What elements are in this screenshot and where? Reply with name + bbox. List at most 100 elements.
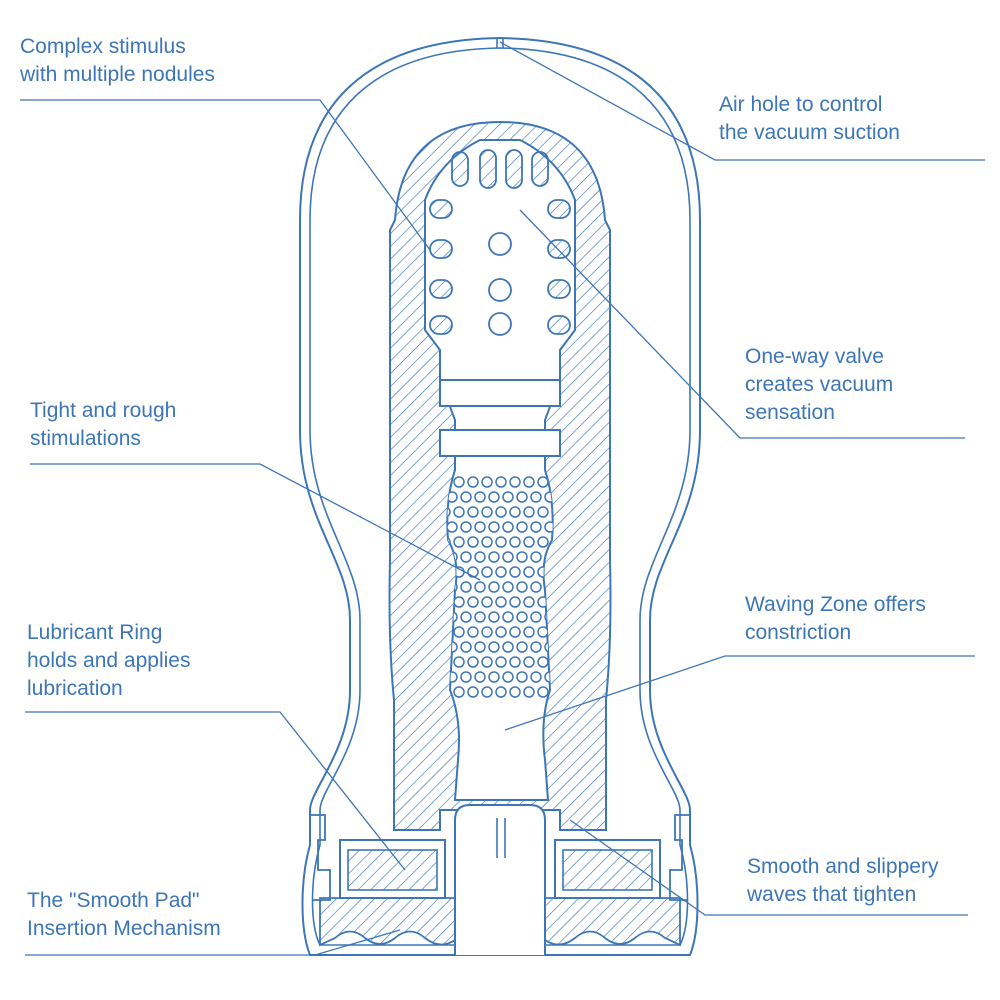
nodule-dot — [481, 686, 493, 698]
nodule-dot — [509, 506, 521, 518]
nodule-dot — [481, 566, 493, 578]
callout-text-line: lubrication — [27, 677, 123, 700]
callout-lubricant-ring: Lubricant Ring holds and applies lubrica… — [27, 619, 190, 703]
callout-text-line: The "Smooth Pad" — [27, 889, 200, 912]
callout-text-line: Complex stimulus — [20, 35, 186, 58]
callout-text-line: Waving Zone offers — [745, 593, 926, 616]
nodule-dot — [474, 671, 486, 683]
nodule-dot — [481, 506, 493, 518]
nodule-dot — [495, 626, 507, 638]
nodule-dot — [516, 491, 528, 503]
callout-smooth-pad: The "Smooth Pad" Insertion Mechanism — [27, 887, 221, 943]
nodule-dot — [523, 626, 535, 638]
nodule-dot — [516, 551, 528, 563]
nodule-dot — [474, 491, 486, 503]
callout-text-line: creates vacuum — [745, 373, 894, 396]
callout-text-line: sensation — [745, 401, 835, 424]
nodule-dot — [523, 656, 535, 668]
nodule-dot — [474, 611, 486, 623]
nodule-dot — [488, 521, 500, 533]
nodule-dot — [453, 626, 465, 638]
nodule-dot — [460, 641, 472, 653]
callout-text-line: with multiple nodules — [20, 63, 215, 86]
smooth-pad-base — [319, 897, 681, 947]
nodule-dot — [474, 551, 486, 563]
nodule-dot — [537, 626, 549, 638]
nodule-dot — [509, 566, 521, 578]
nodule-dot — [481, 536, 493, 548]
nodule-dot — [530, 641, 542, 653]
nodule-dot — [509, 596, 521, 608]
nodule-dot — [460, 551, 472, 563]
leader-lines — [20, 41, 985, 956]
nodule-dot — [453, 656, 465, 668]
nodule-dot — [474, 581, 486, 593]
nodule-dot — [453, 476, 465, 488]
nodule-dot — [460, 611, 472, 623]
nodule-dot — [460, 491, 472, 503]
nodule-dot — [467, 506, 479, 518]
nodule-dot — [446, 521, 458, 533]
nodule-dot — [502, 641, 514, 653]
nodule-dot — [509, 656, 521, 668]
callout-text-line: Air hole to control — [719, 93, 883, 116]
nodule-dot — [495, 596, 507, 608]
nodule-dot — [516, 641, 528, 653]
callout-waving-zone: Waving Zone offers constriction — [745, 591, 926, 647]
nodule-dot — [530, 521, 542, 533]
nodule-dot — [467, 476, 479, 488]
nodule-dot — [481, 656, 493, 668]
nodule-dot — [516, 581, 528, 593]
nodule-dot — [537, 656, 549, 668]
nodule-dot — [523, 596, 535, 608]
nodule-dot — [530, 671, 542, 683]
nodule-dot — [509, 626, 521, 638]
nodule-dot — [537, 686, 549, 698]
nodule-dot — [530, 611, 542, 623]
nodule-dot — [453, 686, 465, 698]
nodule-dot — [488, 641, 500, 653]
callout-text-line: the vacuum suction — [719, 121, 900, 144]
nodule-dot — [502, 491, 514, 503]
nodule-dot — [502, 551, 514, 563]
callout-text-line: One-way valve — [745, 345, 884, 368]
callout-one-way-valve: One-way valve creates vacuum sensation — [745, 343, 893, 427]
nodule-dot — [509, 536, 521, 548]
side-clips — [310, 814, 690, 901]
nodule-dot — [488, 581, 500, 593]
nodule-dot — [474, 521, 486, 533]
nodule-dot — [488, 611, 500, 623]
callout-text-line: stimulations — [30, 427, 141, 450]
nodule-dot — [467, 536, 479, 548]
nodule-dot — [481, 476, 493, 488]
nodule-dot — [467, 596, 479, 608]
nodule-dot — [488, 491, 500, 503]
nodule-dot — [530, 581, 542, 593]
nodule-dot — [495, 476, 507, 488]
nodule-dot — [495, 686, 507, 698]
nodule-field — [439, 476, 570, 698]
nodule-dot — [460, 671, 472, 683]
nodule-dot — [530, 551, 542, 563]
callout-air-hole: Air hole to control the vacuum suction — [719, 91, 900, 147]
nodule-dot — [453, 596, 465, 608]
callout-smooth-slippery: Smooth and slippery waves that tighten — [747, 853, 938, 909]
callout-text-line: waves that tighten — [747, 883, 917, 906]
nodule-dot — [516, 611, 528, 623]
callout-text-line: holds and applies — [27, 649, 191, 672]
nodule-dot — [460, 581, 472, 593]
nodule-dot — [537, 536, 549, 548]
nodule-dot — [523, 566, 535, 578]
nodule-dot — [537, 476, 549, 488]
nodule-dot — [488, 671, 500, 683]
nodule-dot — [523, 506, 535, 518]
nodule-dot — [509, 476, 521, 488]
nodule-dot — [488, 551, 500, 563]
nodule-dot — [495, 536, 507, 548]
nodule-dot — [481, 626, 493, 638]
nodule-dot — [467, 566, 479, 578]
lubricant-ring — [339, 839, 661, 899]
nodule-dot — [523, 536, 535, 548]
callout-text-line: Tight and rough — [30, 399, 177, 422]
